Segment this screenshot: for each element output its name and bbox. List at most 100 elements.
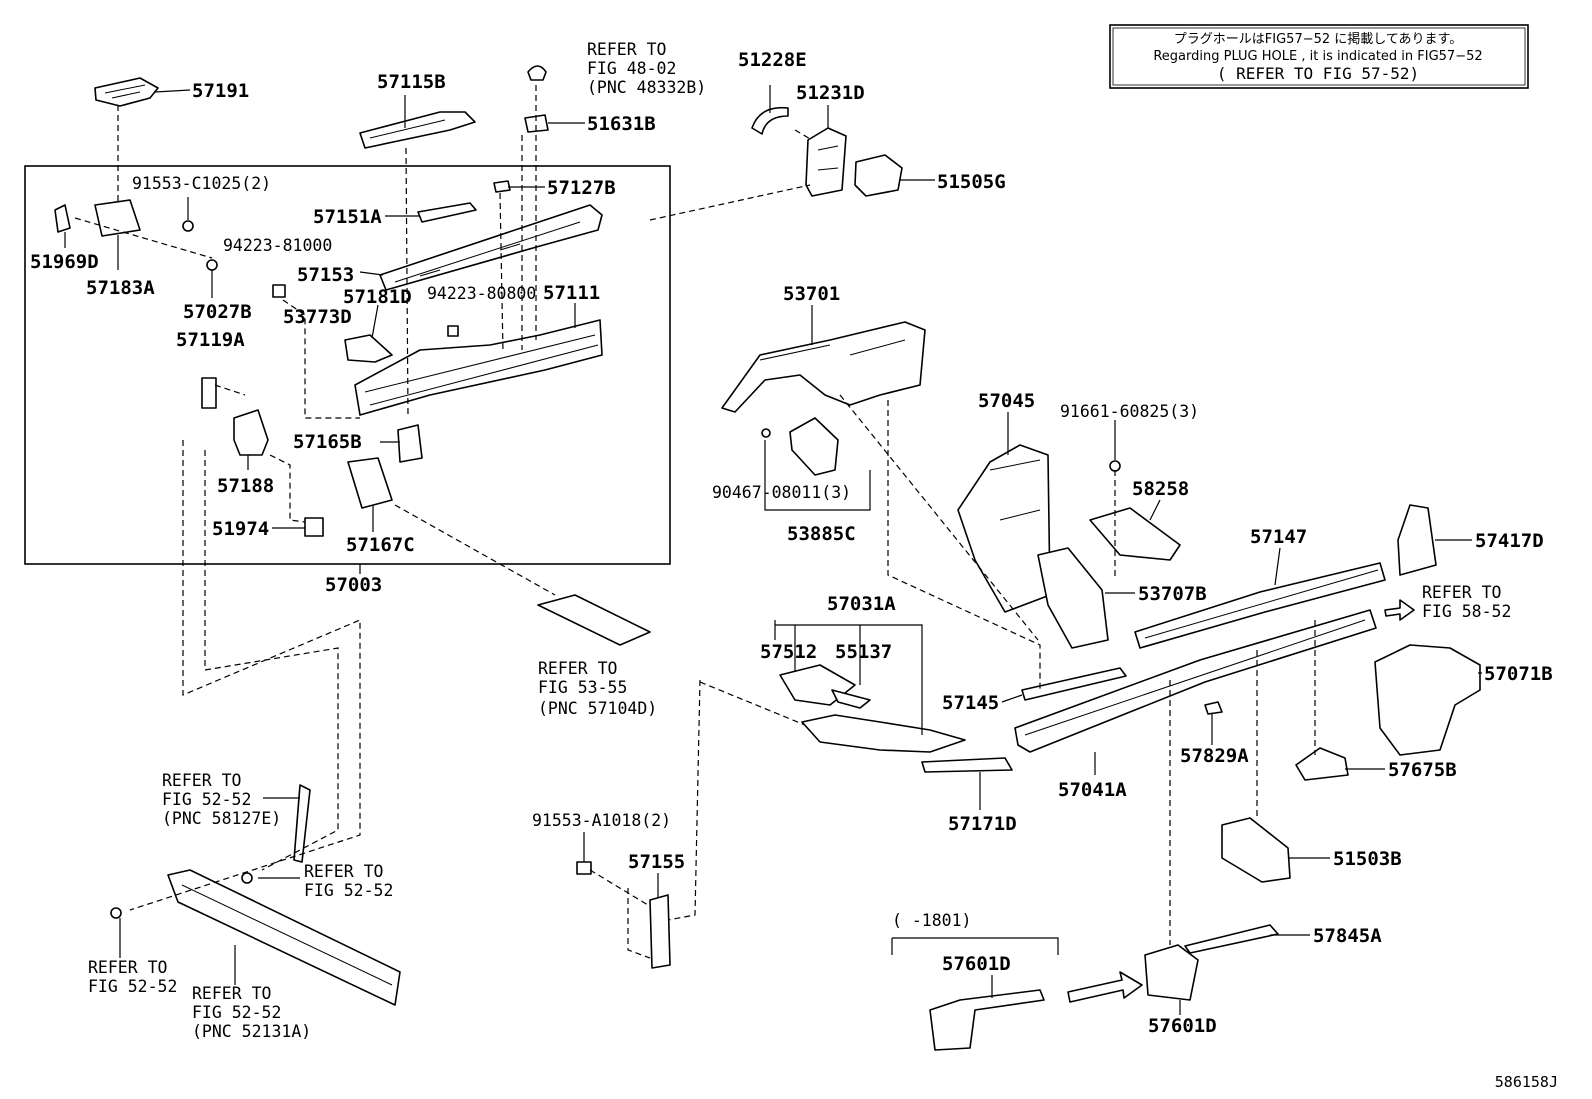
svg-text:FIG 52-52: FIG 52-52 [162,790,251,809]
callout-51969D: 51969D [30,251,99,273]
callout-51228E: 51228E [738,49,807,71]
callout-57181D: 57181D [343,286,412,308]
part-57111-shape [354,319,603,416]
callout-57027B: 57027B [183,301,252,323]
callout-57127B: 57127B [547,177,616,199]
leader-lines [64,85,1482,1015]
parts-drawings [54,65,1481,1051]
callout-57145: 57145 [942,692,999,714]
svg-text:FIG 52-52: FIG 52-52 [88,977,177,996]
refer-fig-52-52-58127E: REFER TO FIG 52-52 (PNC 58127E) [162,771,281,828]
svg-text:FIG 52-52: FIG 52-52 [192,1003,281,1022]
callout-57153: 57153 [297,264,354,286]
svg-text:REFER TO: REFER TO [1422,583,1501,602]
refer-to-notes: REFER TO FIG 48-02 (PNC 48332B) REFER TO… [88,40,1511,1041]
callout-57512: 57512 [760,641,817,663]
svg-text:(PNC 58127E): (PNC 58127E) [162,809,281,828]
panel-57104D-shape [537,594,651,646]
callout-57167C: 57167C [346,534,415,556]
svg-text:FIG 48-02: FIG 48-02 [587,59,676,78]
callout-91661-60825: 91661-60825(3) [1060,402,1199,421]
svg-text:FIG 58-52: FIG 58-52 [1422,602,1511,621]
svg-text:(PNC 52131A): (PNC 52131A) [192,1022,311,1041]
callout-91553-A1018: 91553-A1018(2) [532,811,671,830]
callout-57041A: 57041A [1058,779,1127,801]
svg-text:FIG 52-52: FIG 52-52 [304,881,393,900]
refer-fig-53-55: REFER TO FIG 53-55 (PNC 57104D) [538,659,657,718]
note-line-2: Regarding PLUG HOLE , it is indicated in… [1153,49,1482,64]
refer-fig-52-52-52131A: REFER TO FIG 52-52 (PNC 52131A) [192,984,311,1041]
callout-55137: 55137 [835,641,892,663]
bumper-reinforcement-shape [167,869,401,1006]
callout-57119A: 57119A [176,329,245,351]
callout-57829A: 57829A [1180,745,1249,767]
svg-text:REFER TO: REFER TO [192,984,271,1003]
callout-57003: 57003 [325,574,382,596]
part-53701-shape [721,321,926,413]
callout-57188: 57188 [217,475,274,497]
direction-arrow-2 [1384,599,1415,621]
note-line-1: プラグホールはFIG57−52 に掲載してあります。 [1174,31,1462,47]
callout-57165B: 57165B [293,431,362,453]
callout-51974: 51974 [212,518,269,540]
svg-text:REFER TO: REFER TO [88,958,167,977]
refer-fig-48-02: REFER TO FIG 48-02 (PNC 48332B) [587,40,706,97]
callout-57147: 57147 [1250,526,1307,548]
callout-57031A: 57031A [827,593,896,615]
callout-94223-80800: 94223-80800 [427,284,536,303]
callout-90467-08011: 90467-08011(3) [712,483,851,502]
callout-53885C: 53885C [787,523,856,545]
plug-48332B-shape [527,65,547,81]
plug-hole-note: プラグホールはFIG57−52 に掲載してあります。 Regarding PLU… [1109,24,1529,89]
refer-fig-52-52-bolt: REFER TO FIG 52-52 [304,862,393,900]
callout-53707B: 53707B [1138,583,1207,605]
callout-labels: 57191 57115B 51631B 51228E 51231D 51505G… [30,49,1553,1037]
svg-text:REFER TO: REFER TO [587,40,666,59]
part-57151A-shape [417,202,477,223]
part-51505G-shape [854,154,903,197]
callout-91553-C1025: 91553-C1025(2) [132,174,271,193]
assembly-frame-57003 [24,165,671,565]
refer-fig-58-52: REFER TO FIG 58-52 [1422,583,1511,621]
callout-51503B: 51503B [1333,848,1402,870]
callout-57111: 57111 [543,282,600,304]
callout-94223-81000: 94223-81000 [223,236,332,255]
callout-51505G: 51505G [937,171,1006,193]
callout-57675B: 57675B [1388,759,1457,781]
figure-id: 586158J [1495,1073,1558,1091]
callout-57417D: 57417D [1475,530,1544,552]
svg-text:REFER TO: REFER TO [538,659,617,678]
part-57041A-shape [1014,609,1377,753]
part-51228E-shape [751,106,789,135]
direction-arrow-1 [1067,971,1143,1003]
callout-53773D: 53773D [283,306,352,328]
callout-53701: 53701 [783,283,840,305]
callout-57115B: 57115B [377,71,446,93]
svg-text:FIG 53-55: FIG 53-55 [538,678,627,697]
callout-51631B: 51631B [587,113,656,135]
callout-1801: ( -1801) [892,911,971,930]
svg-text:(PNC 48332B): (PNC 48332B) [587,78,706,97]
note-line-3: ( REFER TO FIG 57-52) [1217,64,1419,83]
part-51631B-shape [524,114,549,133]
part-57191-shape [94,77,159,107]
callout-57151A: 57151A [313,206,382,228]
refer-fig-52-52-left: REFER TO FIG 52-52 [88,958,177,996]
callout-57171D: 57171D [948,813,1017,835]
callout-57045: 57045 [978,390,1035,412]
svg-text:(PNC 57104D): (PNC 57104D) [538,699,657,718]
part-57153-shape [379,204,603,291]
part-57147-shape [1134,562,1386,649]
part-57115B-shape [359,111,476,149]
part-51231D-shape [805,127,847,197]
callout-57845A: 57845A [1313,925,1382,947]
svg-text:REFER TO: REFER TO [162,771,241,790]
svg-text:REFER TO: REFER TO [304,862,383,881]
callout-51231D: 51231D [796,82,865,104]
callout-57071B: 57071B [1484,663,1553,685]
callout-57601D-right: 57601D [1148,1015,1217,1037]
callout-57601D-left: 57601D [942,953,1011,975]
callout-58258: 58258 [1132,478,1189,500]
